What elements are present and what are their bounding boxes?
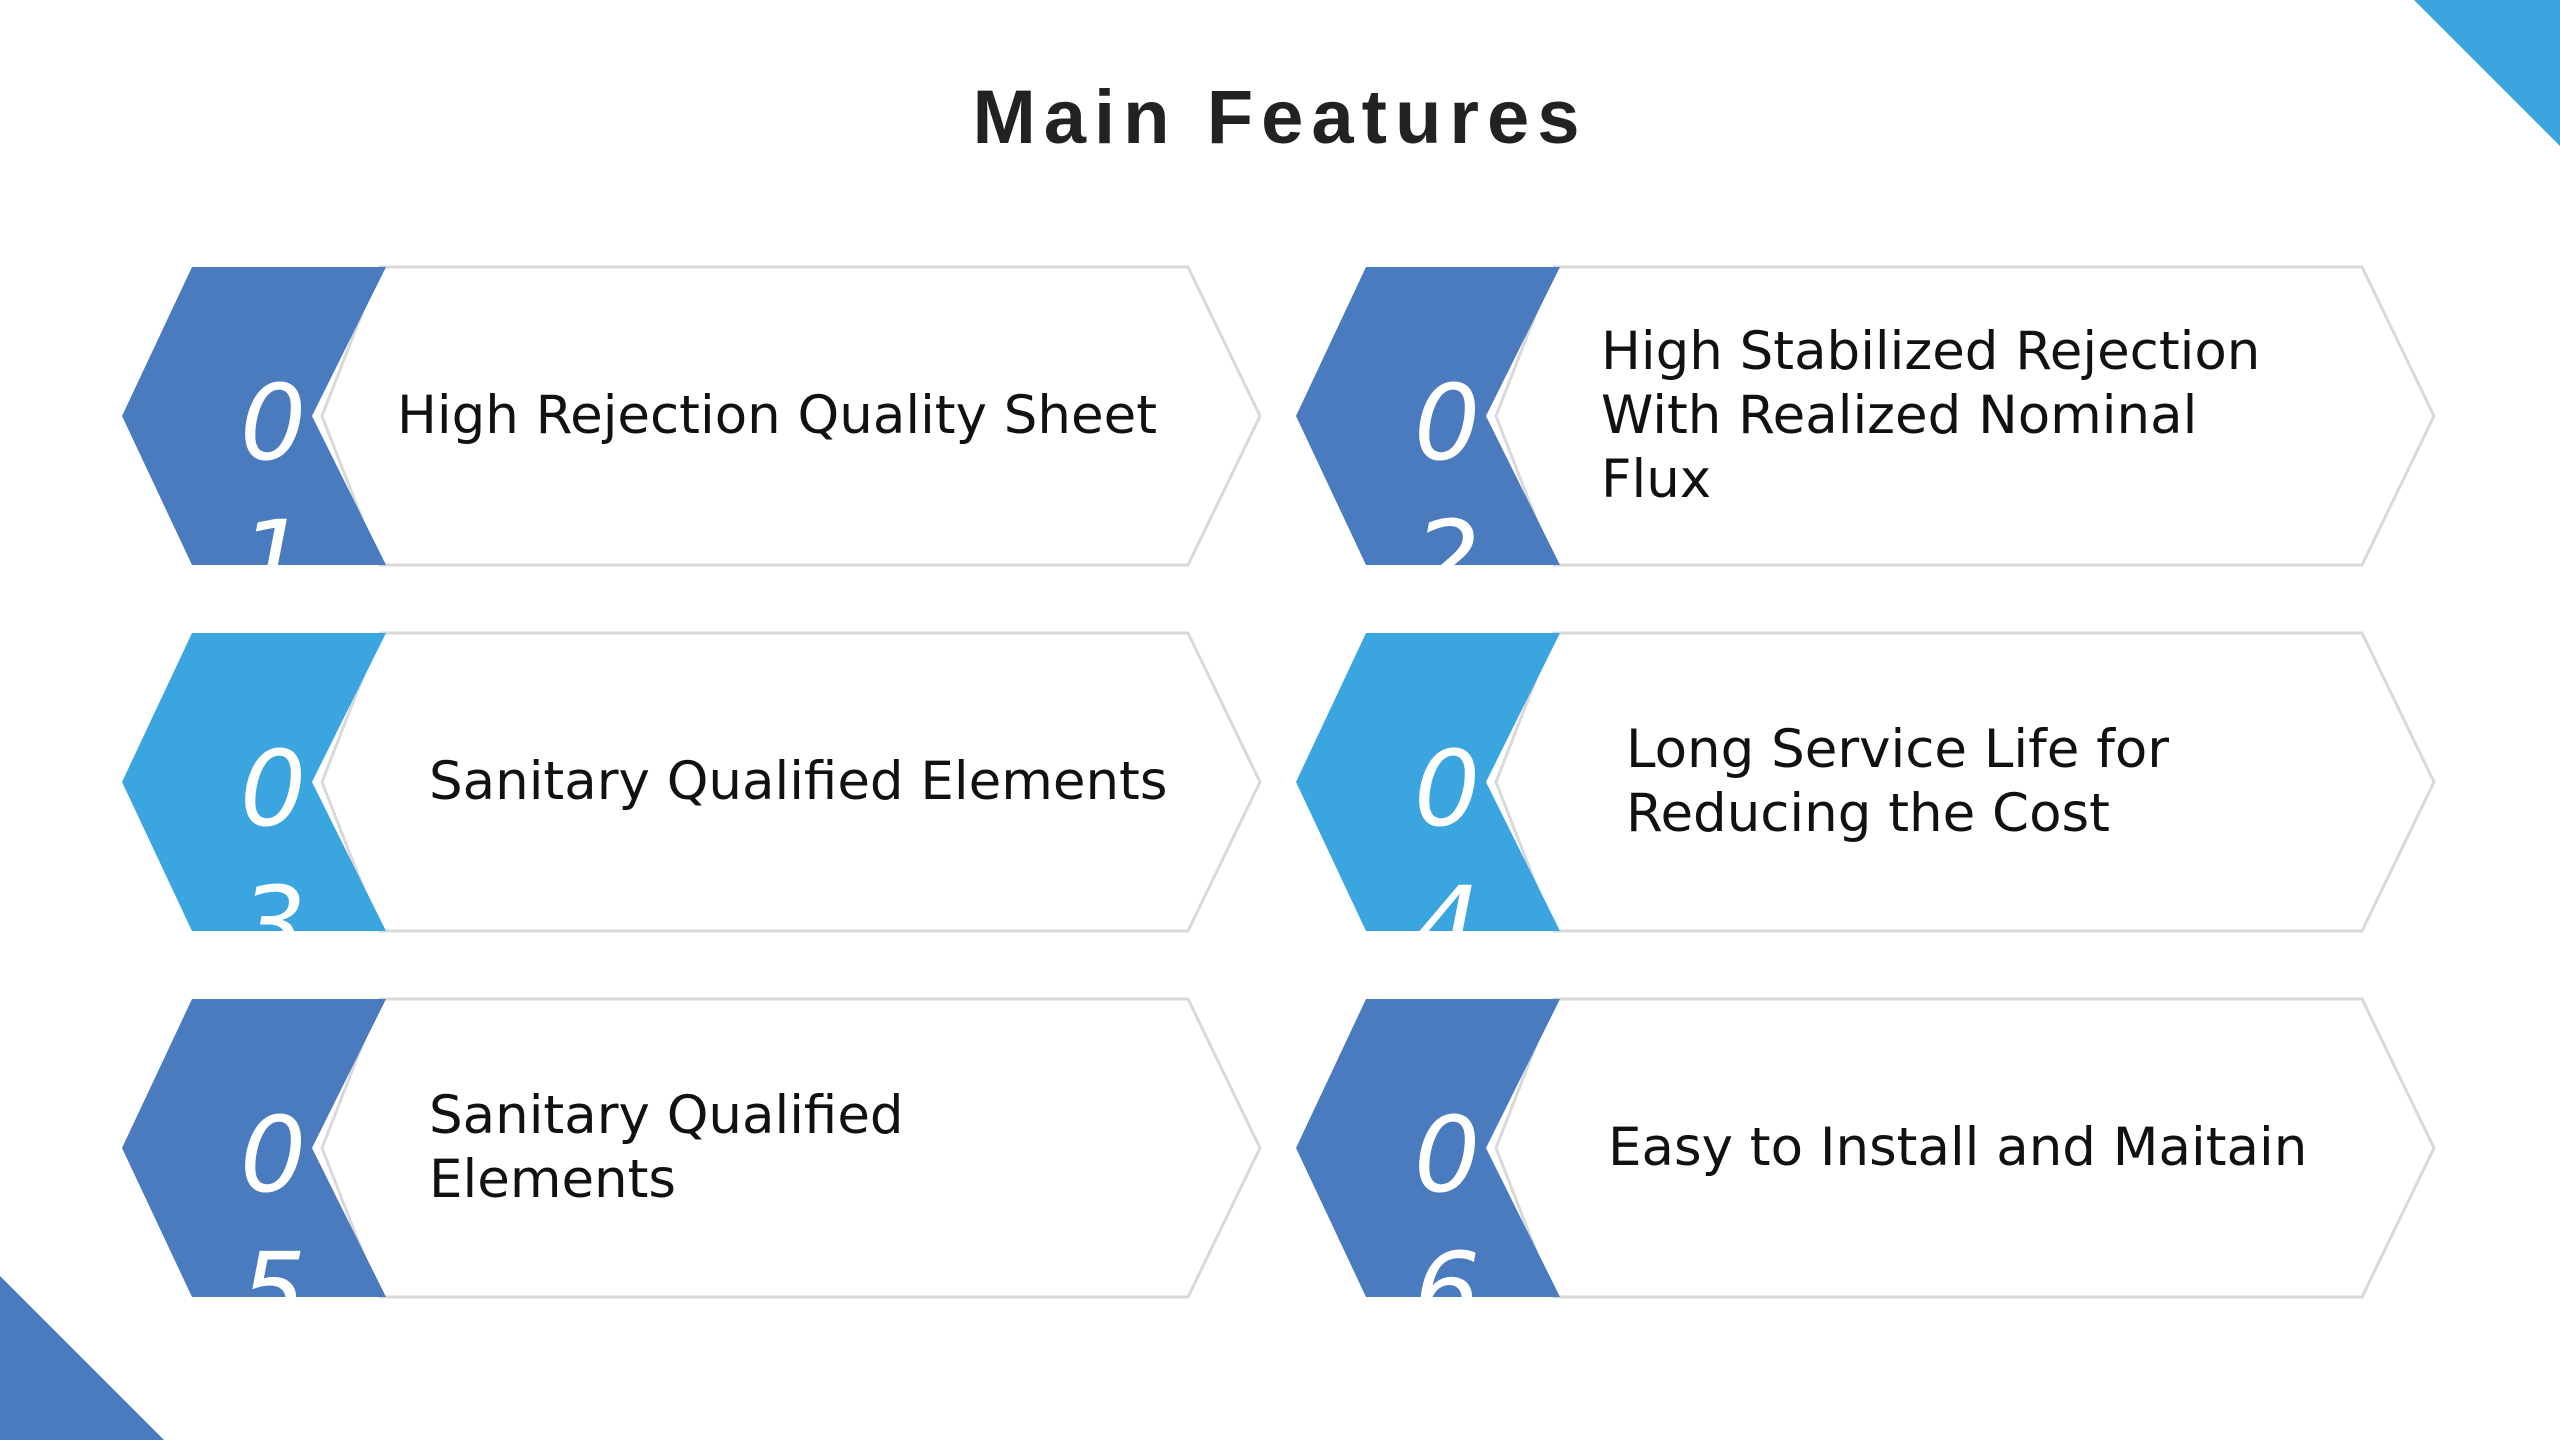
number-chevron bbox=[1296, 633, 1560, 931]
feature-text: Long Service Life for Reducing the Cost bbox=[1626, 719, 2170, 844]
number-chevron bbox=[1296, 267, 1560, 565]
feature-card-02: 02 High Stabilized Rejection With Realiz… bbox=[1296, 265, 2441, 567]
feature-card-05: 05 Sanitary Qualified Elements bbox=[122, 997, 1267, 1299]
feature-number: 05 bbox=[240, 1094, 307, 1299]
feature-number: 03 bbox=[240, 728, 307, 933]
feature-number: 06 bbox=[1414, 1094, 1481, 1299]
corner-triangle-bottom-left bbox=[0, 1276, 164, 1440]
feature-card-shape bbox=[122, 265, 1262, 567]
feature-card-shape bbox=[122, 631, 1262, 933]
feature-card-shape bbox=[1296, 997, 2436, 1299]
feature-text: Sanitary Qualified Elements bbox=[429, 751, 1168, 812]
feature-number: 04 bbox=[1414, 728, 1481, 933]
feature-card-04: 04 Long Service Life for Reducing the Co… bbox=[1296, 631, 2441, 933]
feature-text: Sanitary Qualified Elements bbox=[429, 1085, 904, 1210]
number-chevron bbox=[122, 267, 386, 565]
feature-card-shape bbox=[1296, 265, 2436, 567]
feature-text: Easy to Install and Maitain bbox=[1608, 1117, 2308, 1178]
number-chevron bbox=[122, 999, 386, 1297]
feature-card-shape bbox=[1296, 631, 2436, 933]
page-title: Main Features bbox=[972, 75, 1588, 160]
feature-number: 01 bbox=[240, 362, 307, 567]
number-chevron bbox=[1296, 999, 1560, 1297]
number-chevron bbox=[122, 633, 386, 931]
feature-card-03: 03 Sanitary Qualified Elements bbox=[122, 631, 1267, 933]
feature-text: High Rejection Quality Sheet bbox=[397, 385, 1158, 446]
corner-triangle-top-right bbox=[2414, 0, 2560, 146]
feature-number: 02 bbox=[1414, 362, 1481, 567]
feature-card-01: 01 High Rejection Quality Sheet bbox=[122, 265, 1267, 567]
feature-card-shape bbox=[122, 997, 1262, 1299]
feature-text: High Stabilized Rejection With Realized … bbox=[1601, 321, 2261, 510]
feature-card-06: 06 Easy to Install and Maitain bbox=[1296, 997, 2441, 1299]
